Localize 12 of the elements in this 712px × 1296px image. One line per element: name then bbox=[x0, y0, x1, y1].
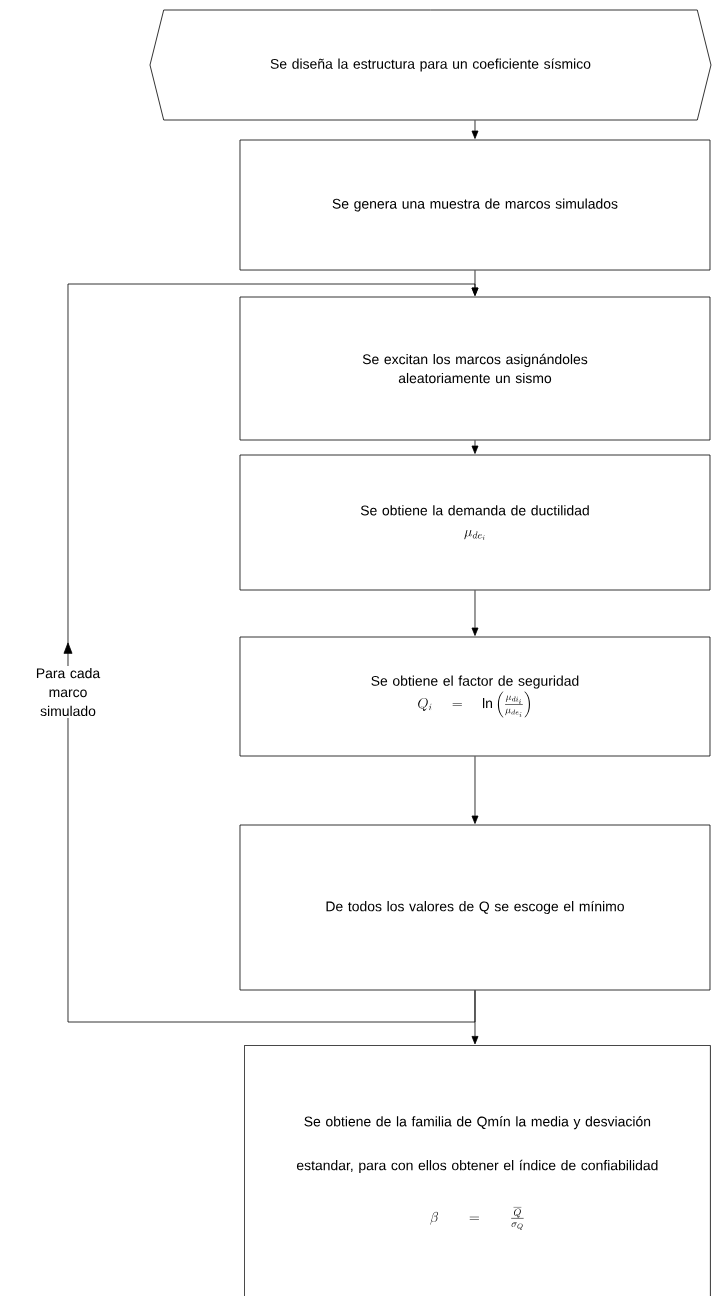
edge-label: Para cada marco simulado bbox=[21, 665, 115, 719]
arrow bbox=[471, 440, 479, 454]
process-box: Se obtiene el factor de seguridad $Q_{i} = \ln\left(\frac{\mu_{di_{i}}}{\mu_{de_{i}}}\right)$ bbox=[239, 636, 711, 757]
arrow bbox=[471, 120, 479, 139]
process-box: Se excitan los marcos asignándoles aleatoriamente un sismo bbox=[239, 296, 711, 441]
process-box: Se genera una muestra de marcos simulados bbox=[239, 139, 711, 271]
process-box: De todos los valores de Q se escoge el mínimo bbox=[239, 824, 711, 991]
arrow bbox=[471, 756, 479, 824]
process-box: Se obtiene la demanda de ductilidad $\mu_{de_{i}}$ bbox=[239, 454, 711, 591]
process-box: Se obtiene de la familia de Qmín la media y desviación estandar, para con ellos obtener el índice de confiabilidad $\beta = \frac{\overline{Q}}{\sigma_{Q}}$ bbox=[244, 1045, 711, 1296]
loop-arrow bbox=[63, 283, 479, 1023]
arrow bbox=[471, 590, 479, 636]
